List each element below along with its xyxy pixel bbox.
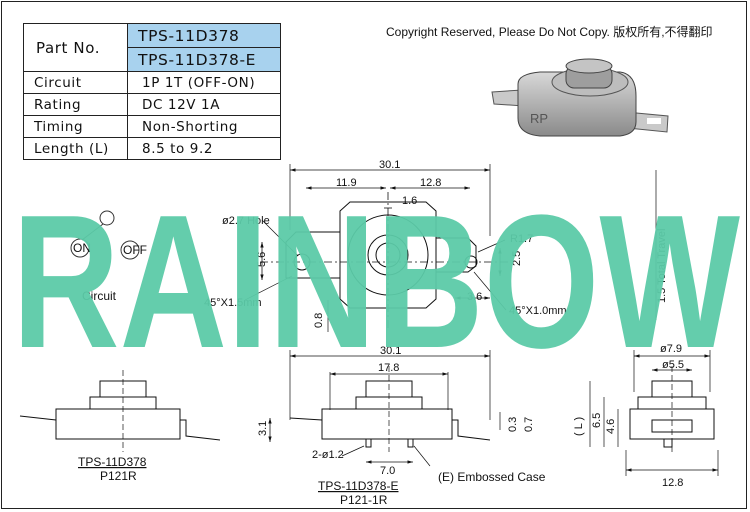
dim-hole: ø2.7 Hole (222, 215, 270, 227)
photo-mark: RP (530, 111, 548, 126)
part-number-2: TPS-11D378-E (127, 47, 281, 72)
top-view (244, 164, 657, 332)
spec-row-length: Length (L) 8.5 to 9.2 (23, 137, 281, 160)
end-outer-dia: ø7.9 (660, 343, 682, 355)
spec-row-rating: Rating DC 12V 1A (23, 93, 281, 116)
end-h1: 6.5 (591, 413, 603, 428)
mid-model-caption: TPS-11D378-E (318, 479, 398, 493)
circuit-label: Circuit (82, 289, 117, 303)
dim-pin-width: 2.5 (511, 251, 523, 266)
dim-right-chamfer: 45°X1.0mm (509, 305, 567, 317)
end-length: ( L ) (573, 417, 585, 436)
dim-overall-width: 30.1 (379, 159, 400, 171)
dim-left-chamfer: 45°X1.5mm (204, 297, 262, 309)
rainbow-watermark: RAINBOW (12, 176, 741, 388)
part-number-row-2: TPS-11D378-E (24, 47, 281, 72)
front-case-width: 17.8 (378, 362, 399, 374)
dim-left-offset: 11.9 (336, 177, 357, 189)
spec-value: 8.5 to 9.2 (127, 137, 281, 160)
dim-terminal-thickness: 0.8 (313, 313, 325, 328)
spec-table: Part No. TPS-11D378 TPS-11D378-E Circuit… (23, 23, 281, 160)
copyright-notice: Copyright Reserved, Please Do Not Copy. … (386, 25, 713, 39)
end-h2: 4.6 (605, 419, 617, 434)
spec-value: DC 12V 1A (127, 93, 281, 116)
end-width: 12.8 (662, 477, 683, 489)
end-inner-dia: ø5.5 (662, 359, 684, 371)
left-side-view (19, 370, 221, 452)
left-model-caption: TPS-11D378 (78, 455, 147, 469)
dim-right-offset: 12.8 (420, 177, 441, 189)
end-view (589, 350, 719, 476)
product-photo: RP (491, 58, 669, 137)
dim-travel: 1.5 Total Travel (656, 229, 668, 303)
spec-label: Length (L) (23, 137, 128, 160)
dim-slot-width: 1.6 (402, 195, 417, 207)
front-pin-spacing: 7.0 (380, 465, 395, 477)
spec-label: Rating (23, 93, 128, 116)
front-gap-b: 0.7 (523, 417, 535, 432)
dim-radius: R1.7 (510, 233, 533, 245)
front-pins: 2-ø1.2 (312, 449, 344, 461)
spec-value: 1P 1T (OFF-ON) (127, 71, 281, 94)
front-height: 3.1 (257, 421, 269, 436)
mid-code-caption: P121-1R (340, 493, 388, 507)
circuit-off-label: OFF (123, 243, 147, 257)
left-code-caption: P121R (100, 469, 137, 483)
front-view (268, 350, 501, 467)
embossed-note: (E) Embossed Case (438, 470, 546, 484)
front-overall-width: 30.1 (380, 345, 401, 357)
front-gap-a: 0.3 (507, 417, 519, 432)
circuit-symbol: ON OFF Circuit (70, 210, 147, 303)
dim-height: 5.6 (256, 252, 268, 267)
dim-pin-length: 3.6 (467, 291, 482, 303)
circuit-on-label: ON (73, 241, 91, 255)
